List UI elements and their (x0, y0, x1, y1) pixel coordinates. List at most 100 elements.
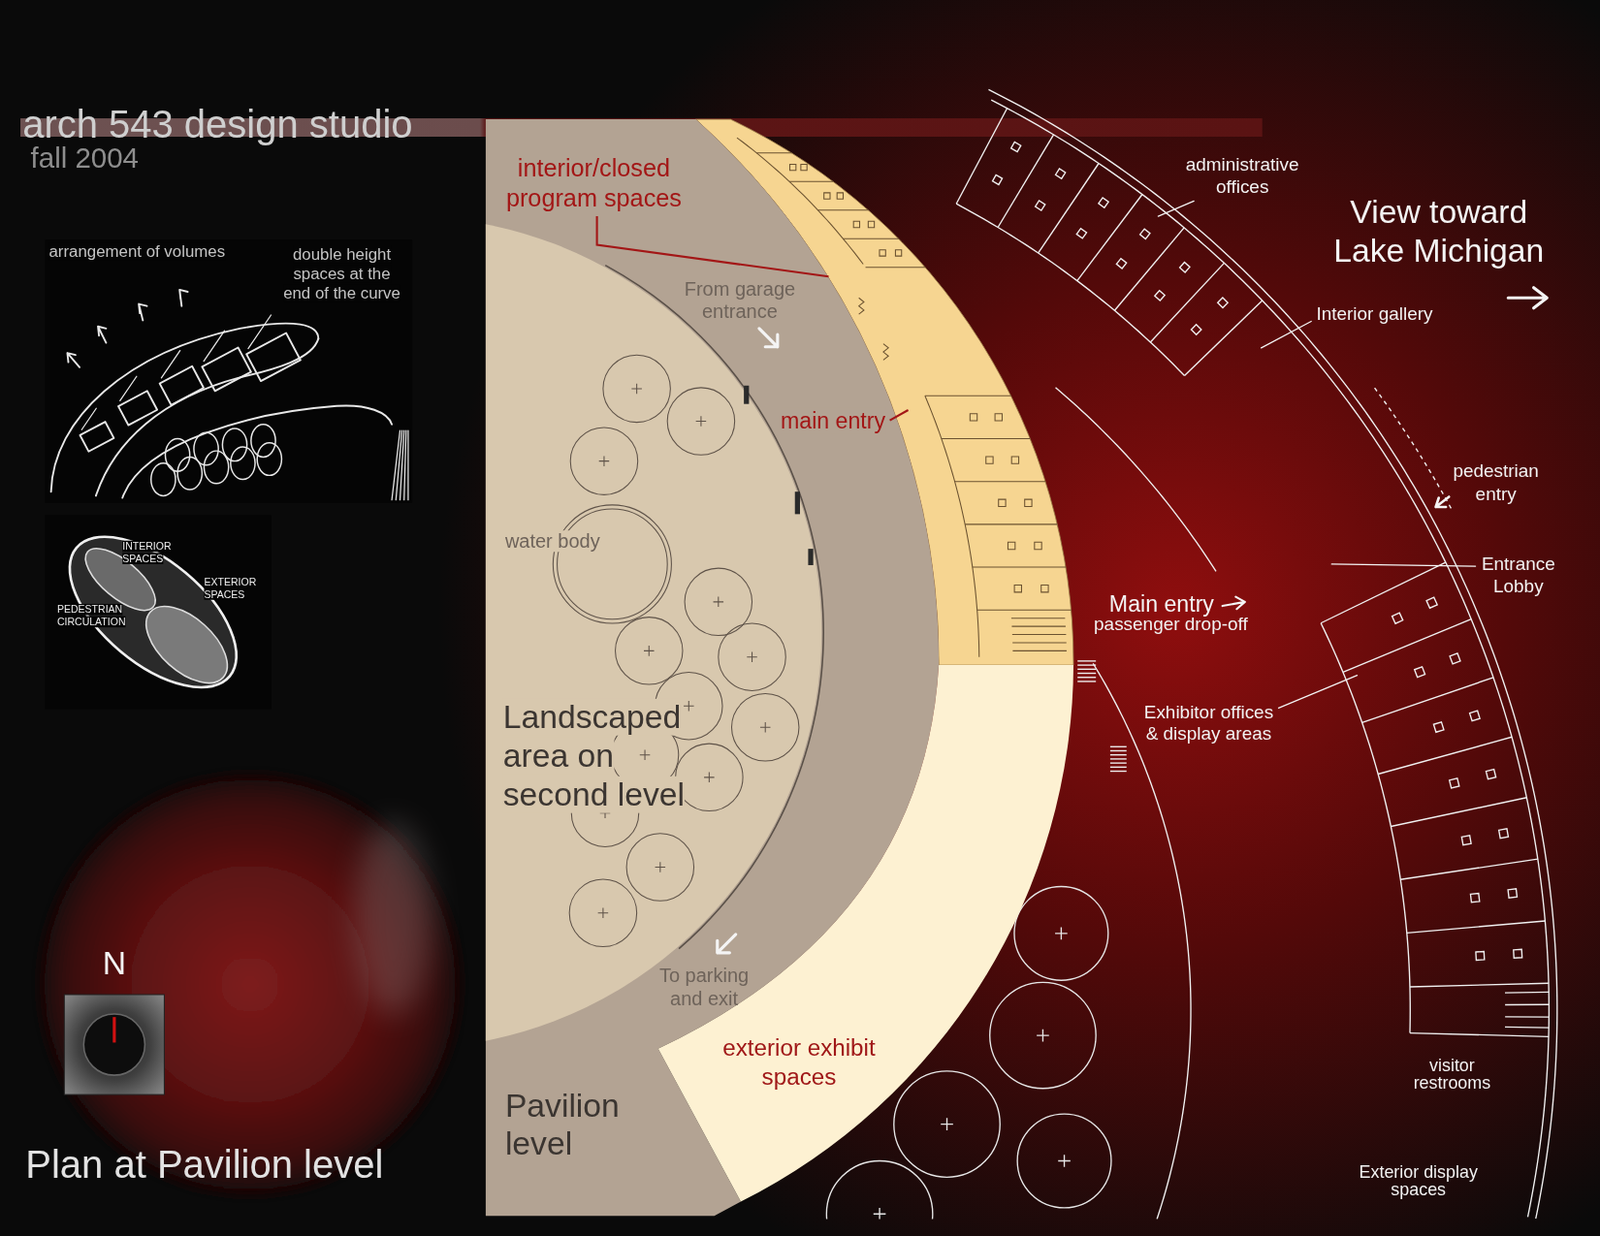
tree-center (713, 597, 725, 608)
callout-label: interior/closed program spaces (491, 153, 696, 213)
compass-needle (112, 1017, 116, 1043)
volume-box (80, 421, 115, 452)
stair-tread (1077, 660, 1096, 662)
office-partition (956, 108, 1007, 204)
wall-mark (807, 548, 813, 566)
desk (1024, 499, 1032, 507)
sketch-curve (96, 338, 319, 496)
desk (1507, 889, 1517, 898)
exhibit-area (658, 665, 1074, 1203)
desk (994, 414, 1002, 421)
stair-tread (1110, 762, 1127, 764)
wall-mark (743, 385, 749, 405)
desk (1034, 542, 1042, 549)
north-compass-outline (64, 994, 164, 1095)
sheet-date: fall 2004 (31, 141, 139, 175)
restroom-stall (1504, 1026, 1549, 1029)
office-partition (941, 438, 1030, 440)
exhibit-band: exterior exhibit spaces (658, 665, 1074, 1203)
office-partition (1409, 1033, 1549, 1038)
tree-center (940, 1118, 954, 1131)
tree-center (704, 772, 715, 784)
desk (790, 163, 797, 170)
canopy-line (1375, 387, 1453, 511)
tree-canopy (570, 427, 638, 495)
sketch-curve (51, 323, 320, 493)
sketch-blob (164, 438, 190, 472)
entry-arrow (1222, 597, 1246, 610)
tree-canopy (731, 694, 799, 762)
tree-canopy (610, 721, 678, 789)
desk (1470, 710, 1481, 722)
desk (1433, 722, 1444, 734)
plan-label: Main entry (1109, 591, 1215, 618)
stair-tread (1077, 669, 1096, 671)
sketch-blob (256, 443, 282, 477)
region-label-text: Landscaped area on second level (503, 699, 685, 814)
plan-label: administrative offices (1178, 153, 1307, 198)
tree-center (631, 384, 642, 395)
plan-caption: Plan at Pavilion level (25, 1144, 384, 1189)
sketch-label-text: PEDESTRIAN CIRCULATION (57, 604, 127, 628)
leader-line (1279, 675, 1358, 709)
office-partition (997, 134, 1054, 228)
sketch-arrow (97, 326, 106, 344)
volume-box (118, 390, 158, 425)
sketch-hatch (407, 430, 409, 501)
desk (836, 192, 843, 199)
tree-center (873, 1208, 887, 1220)
desk (1475, 952, 1485, 961)
office-partition (1409, 983, 1549, 988)
flow-arrow (717, 934, 736, 954)
stair-tread (1077, 676, 1096, 678)
tree-canopy (569, 879, 637, 947)
restroom-stall (1012, 641, 1067, 643)
volume-box (160, 366, 204, 406)
tree-center (760, 722, 771, 734)
desk (895, 250, 901, 256)
volume-top (113, 376, 143, 401)
sphere-highlight (353, 821, 432, 1016)
desk (867, 221, 874, 227)
leader-line (1157, 200, 1194, 217)
area-note: water body (505, 530, 601, 553)
desk (992, 174, 1003, 185)
desk (1392, 612, 1404, 624)
sketch-blob (222, 428, 247, 462)
desk (1014, 584, 1022, 592)
desk (1011, 142, 1022, 153)
tree-center (640, 749, 651, 761)
office-partition (1184, 300, 1263, 376)
office-partition (1400, 859, 1538, 880)
sketch-label-text: EXTERIOR SPACES (203, 576, 256, 601)
sketch-blob (251, 424, 276, 458)
north-compass: N (64, 994, 164, 1095)
view-arrow (1507, 288, 1547, 309)
tree-canopy (615, 617, 683, 685)
area-note-text: water body (505, 530, 601, 552)
exhibit-band-outline (658, 665, 1074, 1203)
circulation-note: To parking and exit (647, 964, 761, 1010)
compass-box (64, 994, 164, 1095)
office-partition (972, 567, 1066, 569)
sketch-hatch (404, 430, 407, 501)
office-partition (955, 480, 1047, 482)
office-partition (1407, 921, 1546, 933)
volume-top (154, 351, 188, 379)
sketch-panel: INTERIOR SPACESEXTERIOR SPACESPEDESTRIAN… (44, 514, 272, 709)
blurred-sphere (40, 775, 459, 1194)
sketch-blob (193, 432, 219, 466)
tree-center (1036, 1029, 1050, 1043)
desk (1449, 778, 1460, 789)
desk (800, 163, 807, 170)
office-partition (1377, 736, 1512, 774)
north-letter: N (64, 944, 164, 983)
desk (1470, 893, 1479, 902)
stair-tread (1110, 746, 1127, 748)
desk (969, 414, 977, 421)
desk (998, 499, 1006, 507)
office-partition (817, 209, 868, 211)
tree-center (746, 651, 758, 663)
sheet-title: arch 543 design studio (22, 102, 413, 148)
